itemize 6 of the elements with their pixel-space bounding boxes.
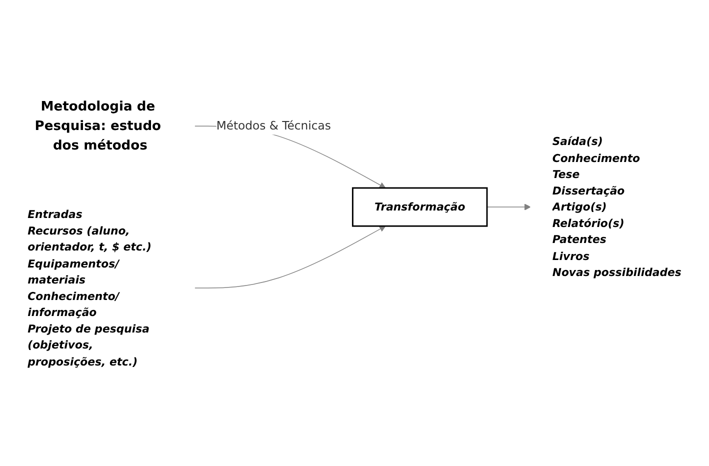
arrow [194,226,386,288]
arrow [486,204,531,210]
node-box: Transformação [352,187,488,227]
node-text: Entradas Recursos (aluno, orientador, t, $ etc.) Equipamentos/ materiais Conhecimento/ informação Projeto de pesquisa (objetivos, proposições, etc.) [28,208,152,368]
edge-label: Métodos & Técnicas [216,118,331,132]
node-text: Metodologia de Pesquisa: estudo dos métodos [34,98,162,154]
